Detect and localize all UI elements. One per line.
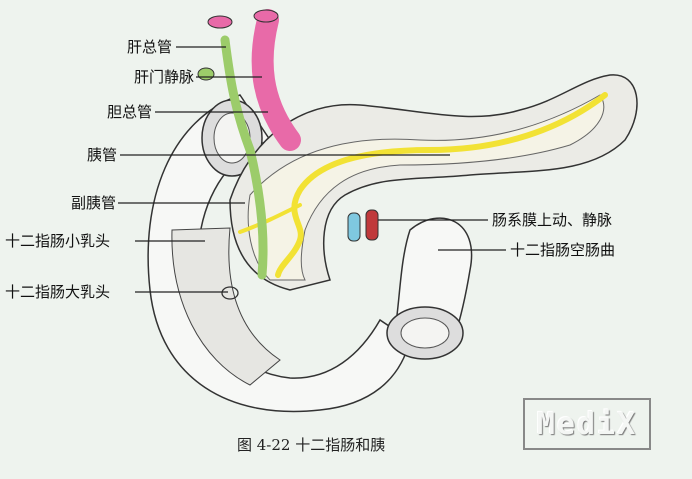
bile-cut-end bbox=[197, 67, 215, 81]
figure-caption: 图 4-22 十二指肠和胰 bbox=[237, 436, 386, 454]
leader-lines bbox=[118, 46, 506, 293]
watermark-logo: MediX bbox=[523, 398, 651, 450]
label-accessory-pancreatic-duct: 副胰管 bbox=[70, 194, 116, 212]
common-bile-duct bbox=[220, 35, 268, 280]
vein-cut-end bbox=[253, 9, 279, 23]
label-portal-vein: 肝门静脉 bbox=[133, 68, 194, 86]
label-common-hepatic-duct: 肝总管 bbox=[126, 38, 172, 56]
sm-artery bbox=[365, 209, 379, 241]
label-major-duodenal-papilla: 十二指肠大乳头 bbox=[5, 283, 111, 301]
duodenum-mucosa bbox=[171, 227, 281, 386]
sm-vein bbox=[347, 212, 361, 242]
vein-cut-end bbox=[207, 15, 233, 29]
portal-vein bbox=[251, 9, 301, 151]
major-papilla bbox=[221, 286, 239, 300]
label-pancreatic-duct: 胰管 bbox=[86, 146, 117, 164]
label-superior-mesenteric-vessels: 肠系膜上动、静脉 bbox=[492, 211, 613, 229]
accessory-pancreatic-duct bbox=[238, 203, 302, 234]
label-duodenojejunal-flexure: 十二指肠空肠曲 bbox=[510, 241, 616, 259]
label-minor-duodenal-papilla: 十二指肠小乳头 bbox=[5, 232, 111, 250]
pancreatic-duct bbox=[275, 92, 608, 278]
label-common-bile-duct: 胆总管 bbox=[106, 103, 152, 121]
jejunum-lumen bbox=[400, 317, 450, 349]
